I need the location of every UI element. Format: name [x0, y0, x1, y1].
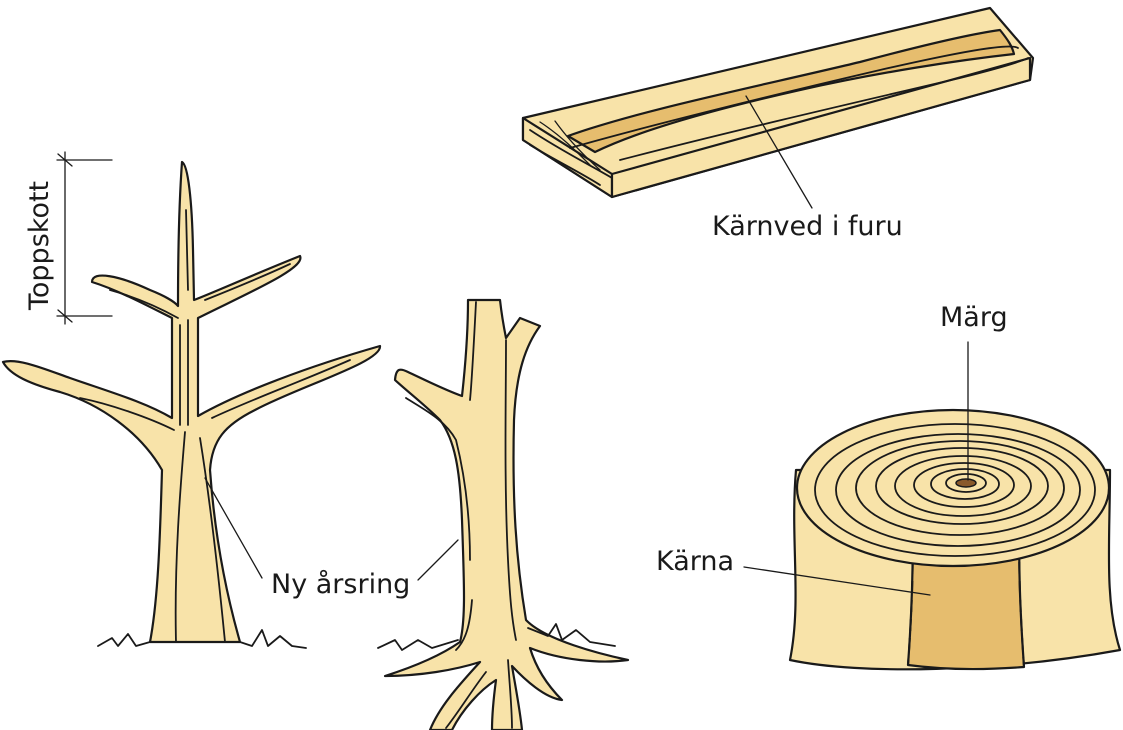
young-tree — [1, 160, 382, 649]
heartwood-leader — [743, 566, 931, 596]
pine-plank — [521, 6, 1035, 199]
pith-label: Märg — [940, 302, 1008, 333]
new-ring-label: Ny årsring — [271, 569, 410, 600]
topshoot-label: Toppskott — [24, 181, 55, 311]
heartwood-label: Kärna — [656, 546, 734, 577]
heartwood-pine-label: Kärnved i furu — [712, 211, 903, 242]
tree-stump — [788, 408, 1122, 671]
topshoot-dimension — [56, 151, 113, 325]
new-ring-leader-right — [417, 539, 459, 581]
mature-trunk — [377, 298, 630, 730]
heartwood-pine-leader — [745, 95, 813, 209]
new-ring-leader-left — [204, 477, 263, 579]
